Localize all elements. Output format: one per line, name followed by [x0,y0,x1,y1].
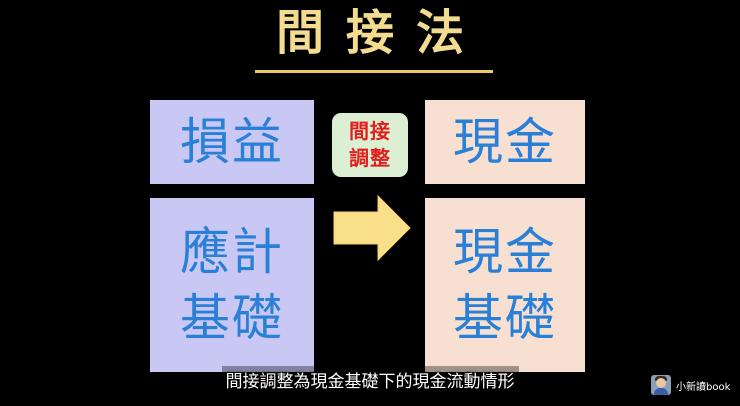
watermark-text: 小新讀book [676,381,731,393]
right-arrow-icon [333,194,411,262]
slide-title: 間接法 [275,5,486,61]
cash-basis-line2: 基礎 [453,289,557,347]
title-underline [255,70,493,73]
accrual-basis-line1: 應計 [180,223,284,281]
indirect-adjustment-badge: 間接 調整 [332,113,408,177]
subtitle-text: 間接調整為現金基礎下的現金流動情形 [221,366,519,398]
profit-loss-label: 損益 [180,113,284,171]
channel-watermark: 小新讀book [651,374,730,396]
cash-label: 現金 [453,113,557,171]
cash-basis-line1: 現金 [453,223,557,281]
indirect-adjustment-line1: 間接 [349,119,391,143]
accrual-basis-box: 應計 基礎 [150,198,314,372]
avatar-icon [651,375,671,395]
profit-loss-box: 損益 [150,100,314,184]
cash-box: 現金 [425,100,585,184]
accrual-basis-line2: 基礎 [180,289,284,347]
subtitle-caption: 間接調整為現金基礎下的現金流動情形 [0,366,740,398]
cash-basis-box: 現金 基礎 [425,198,585,372]
indirect-adjustment-line2: 調整 [349,146,391,170]
